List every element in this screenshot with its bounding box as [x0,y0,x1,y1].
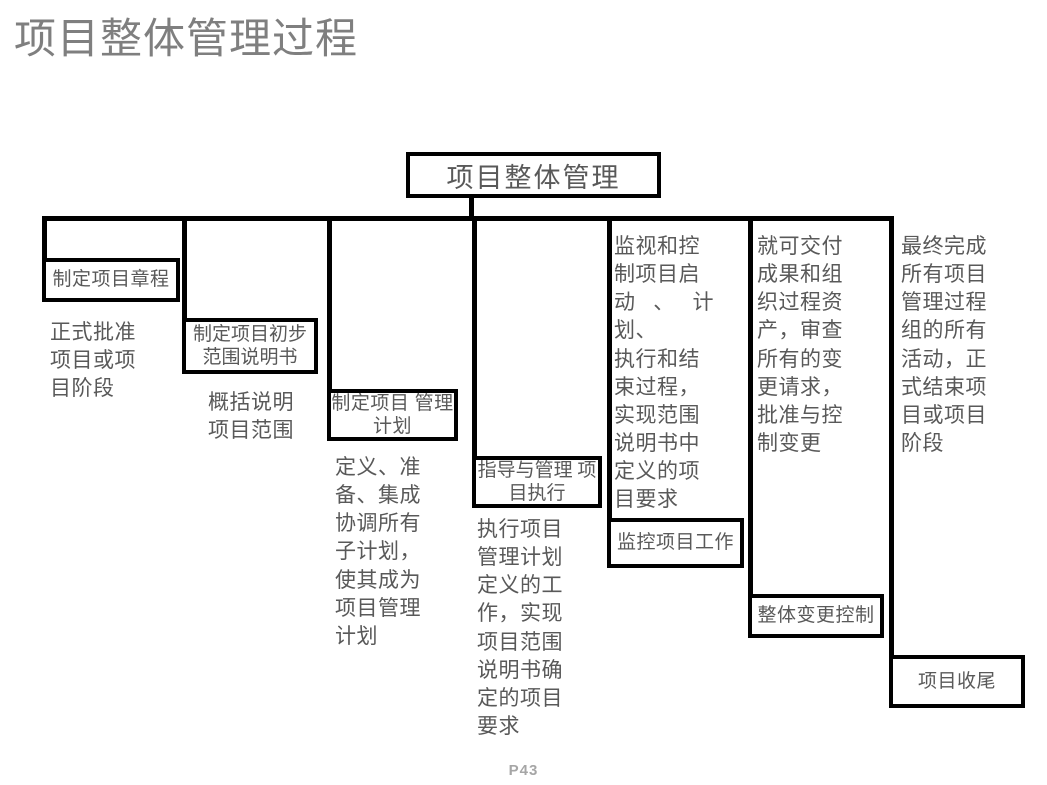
root-connector-stem [469,196,474,220]
process-box-close-project[interactable]: 项目收尾 [889,655,1025,708]
process-description-4: 执行项目 管理计划 定义的工 作，实现 项目范围 说明书确 定的项目 要求 [477,517,563,738]
page-title: 项目整体管理过程 [14,17,359,63]
process-box-develop-project-management-plan[interactable]: 制定项目 管理计划 [327,389,458,441]
process-box-direct-and-manage-project-execution[interactable]: 指导与管理 项目执行 [472,456,602,508]
process-description-5: 监视和控 制项目启 动、计划、 执行和结 束过程， 实现范围 说明书中 定义的项… [614,234,714,512]
process-box-integrated-change-control[interactable]: 整体变更控制 [748,594,884,638]
process-description-2: 概括说明 项目范围 [208,390,294,443]
column-drop-line-7 [889,216,894,660]
process-box-label-2: 制定项目初步 范围说明书 [192,323,307,368]
process-description-7: 最终完成 所有项目 管理过程 组的所有 活动，正 式结束项 目或项目 阶段 [901,234,987,455]
column-drop-line-5 [607,216,612,524]
root-node-label: 项目整体管理 [446,162,621,193]
process-description-1: 正式批准 项目或项 目阶段 [50,320,136,401]
process-box-develop-preliminary-scope-statement[interactable]: 制定项目初步 范围说明书 [182,318,318,374]
column-drop-line-3 [327,216,332,394]
process-box-label-5: 监控项目工作 [616,532,734,554]
process-description-3: 定义、准 备、集成 协调所有 子计划， 使其成为 项目管理 计划 [335,455,421,648]
process-box-label-4: 指导与管理 项目执行 [477,459,597,504]
page-number-footer: P43 [508,762,539,779]
process-box-label-7: 项目收尾 [917,670,996,692]
process-box-monitor-and-control-project-work[interactable]: 监控项目工作 [607,518,744,568]
column-drop-line-1 [42,216,47,266]
process-box-label-6: 整体变更控制 [757,605,875,627]
process-box-label-3: 制定项目 管理计划 [331,392,454,437]
column-drop-line-4 [472,216,477,462]
tree-horizontal-bar [42,216,894,221]
column-drop-line-2 [182,216,187,324]
column-drop-line-6 [748,216,753,598]
process-box-develop-project-charter[interactable]: 制定项目章程 [42,258,180,302]
process-box-label-1: 制定项目章程 [52,269,170,291]
root-node-project-integration-management[interactable]: 项目整体管理 [406,152,661,198]
process-description-6: 就可交付 成果和组 织过程资 产，审查 所有的变 更请求， 批准与控 制变更 [757,234,843,455]
